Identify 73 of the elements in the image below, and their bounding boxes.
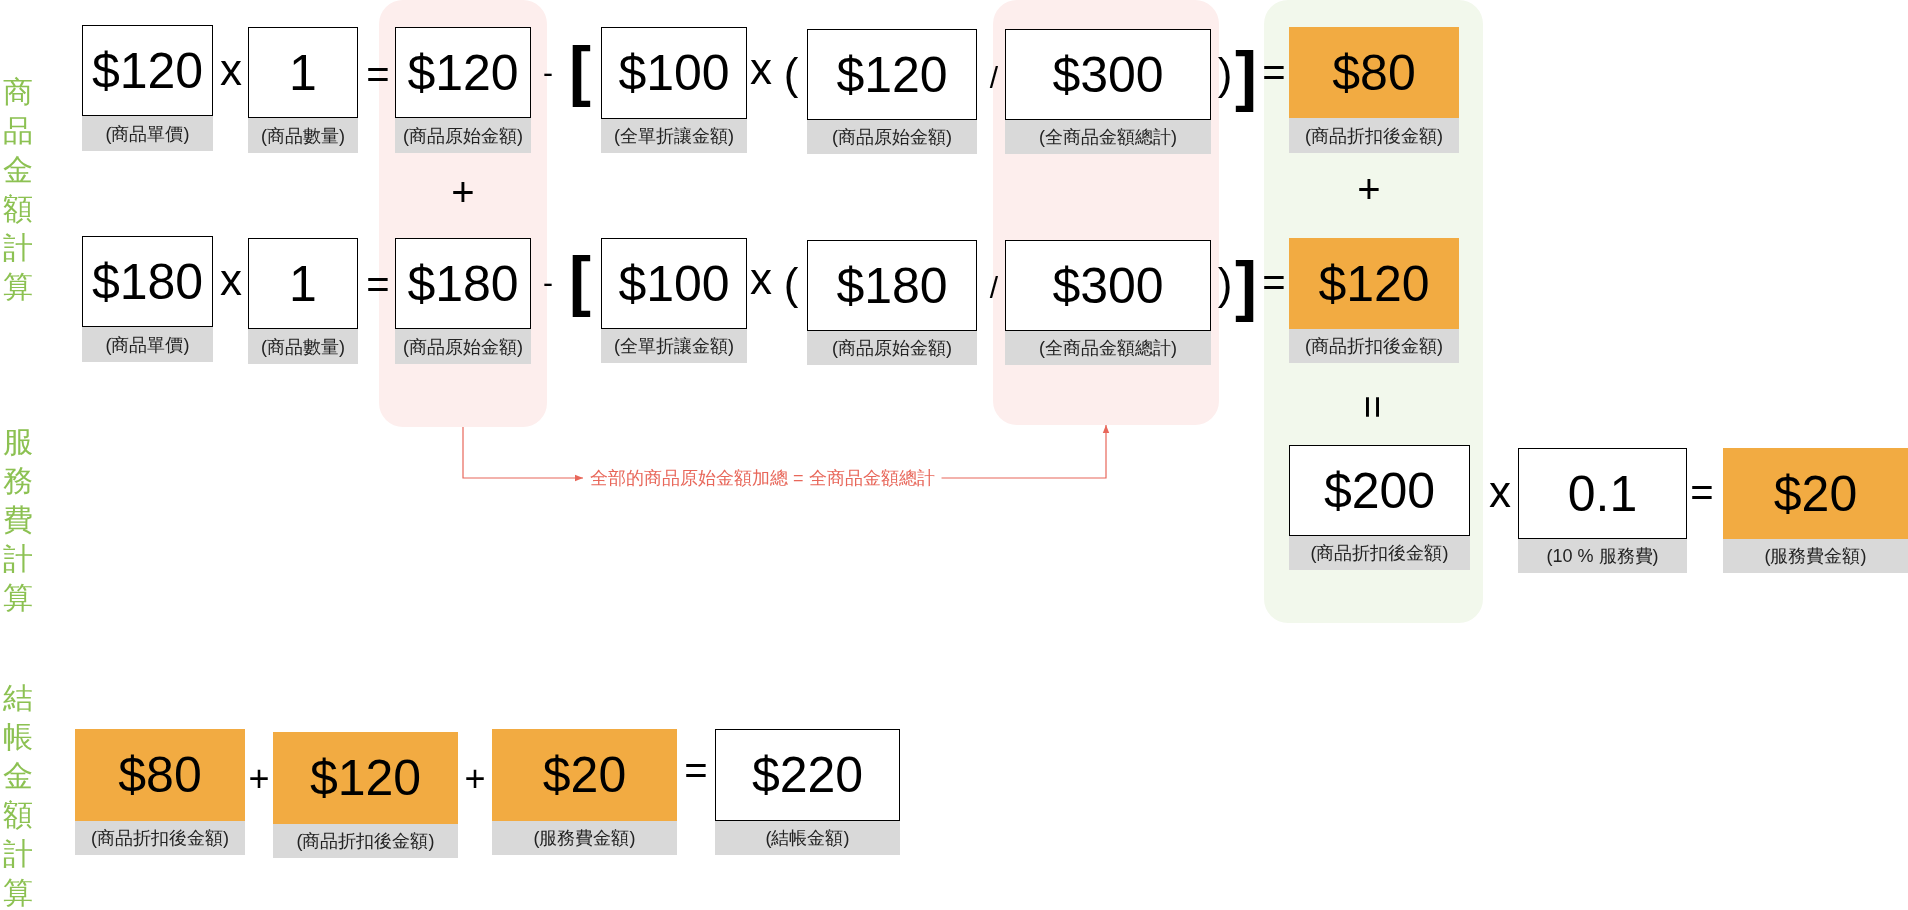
caption-tag: (全單折讓金額)	[601, 329, 747, 363]
equals-sign: =	[1353, 395, 1393, 419]
caption-tag: (商品折扣後金額)	[1289, 536, 1470, 570]
amount-box: $120	[807, 29, 977, 120]
caption-tag: (商品折扣後金額)	[1289, 118, 1459, 153]
amount-box: $300	[1005, 240, 1211, 331]
equals-sign: =	[366, 264, 390, 304]
caption-tag: (商品折扣後金額)	[75, 821, 245, 855]
multiply-sign: x	[220, 258, 242, 302]
caption-tag: (服務費金額)	[492, 821, 677, 855]
multiply-sign: x	[750, 257, 772, 301]
caption-tag: (全商品金額總計)	[1005, 120, 1211, 154]
amount-box: $180	[395, 238, 531, 329]
caption-tag: (商品折扣後金額)	[1289, 329, 1459, 363]
equals-sign: =	[1262, 52, 1286, 92]
amount-box: $220	[715, 729, 900, 821]
open-paren: (	[783, 262, 799, 306]
result-box: $120	[1289, 238, 1459, 329]
divide-sign: /	[989, 273, 999, 303]
equals-sign: =	[1262, 262, 1286, 302]
caption-tag: (商品數量)	[248, 329, 358, 364]
caption-tag: (商品單價)	[82, 327, 213, 362]
result-box: $80	[1289, 27, 1459, 118]
result-box: $80	[75, 729, 245, 821]
section-title: 結帳金額計算	[3, 680, 33, 910]
amount-box: $120	[395, 27, 531, 118]
caption-tag: (商品原始金額)	[807, 120, 977, 154]
caption-tag: (全單折讓金額)	[601, 119, 747, 153]
caption-tag: (商品單價)	[82, 116, 213, 151]
caption-tag: (商品原始金額)	[395, 329, 531, 364]
close-paren: )	[1217, 262, 1233, 306]
amount-box: $300	[1005, 29, 1211, 120]
amount-box: $100	[601, 27, 747, 119]
multiply-sign: x	[750, 47, 772, 91]
caption-tag: (結帳金額)	[715, 821, 900, 855]
result-box: $120	[273, 732, 458, 824]
arrow	[462, 426, 584, 482]
multiply-sign: x	[1489, 470, 1511, 514]
amount-box: $200	[1289, 445, 1470, 536]
amount-box: 0.1	[1518, 448, 1687, 539]
arrow	[940, 424, 1110, 479]
open-paren: (	[783, 52, 799, 96]
caption-tag: (全商品金額總計)	[1005, 331, 1211, 365]
annotation-text: 全部的商品原始金額加總 = 全商品金額總計	[583, 466, 942, 490]
equals-sign: =	[684, 750, 708, 790]
plus-sign: +	[451, 172, 475, 212]
plus-sign: +	[248, 761, 270, 797]
amount-box: $100	[601, 238, 747, 329]
divide-sign: /	[989, 63, 999, 93]
section-title: 服務費計算	[3, 424, 33, 616]
caption-tag: (服務費金額)	[1723, 539, 1908, 573]
minus-sign: -	[543, 58, 553, 88]
plus-sign: +	[464, 761, 486, 797]
amount-box: $180	[82, 236, 213, 327]
caption-tag: (商品原始金額)	[807, 331, 977, 365]
amount-box: $180	[807, 240, 977, 331]
amount-box: $120	[82, 25, 213, 116]
amount-box: 1	[248, 238, 358, 329]
section-title: 商品金額計算	[3, 74, 33, 305]
caption-tag: (商品原始金額)	[395, 118, 531, 153]
caption-tag: (10 % 服務費)	[1518, 539, 1687, 573]
minus-sign: -	[543, 268, 553, 298]
caption-tag: (商品折扣後金額)	[273, 824, 458, 858]
result-box: $20	[492, 729, 677, 821]
plus-sign: +	[1357, 169, 1381, 209]
equals-sign: =	[366, 54, 390, 94]
caption-tag: (商品數量)	[248, 118, 358, 153]
equals-sign: =	[1690, 472, 1714, 512]
highlight-band	[1264, 0, 1483, 623]
amount-box: 1	[248, 27, 358, 118]
close-paren: )	[1217, 52, 1233, 96]
multiply-sign: x	[220, 48, 242, 92]
result-box: $20	[1723, 448, 1908, 539]
